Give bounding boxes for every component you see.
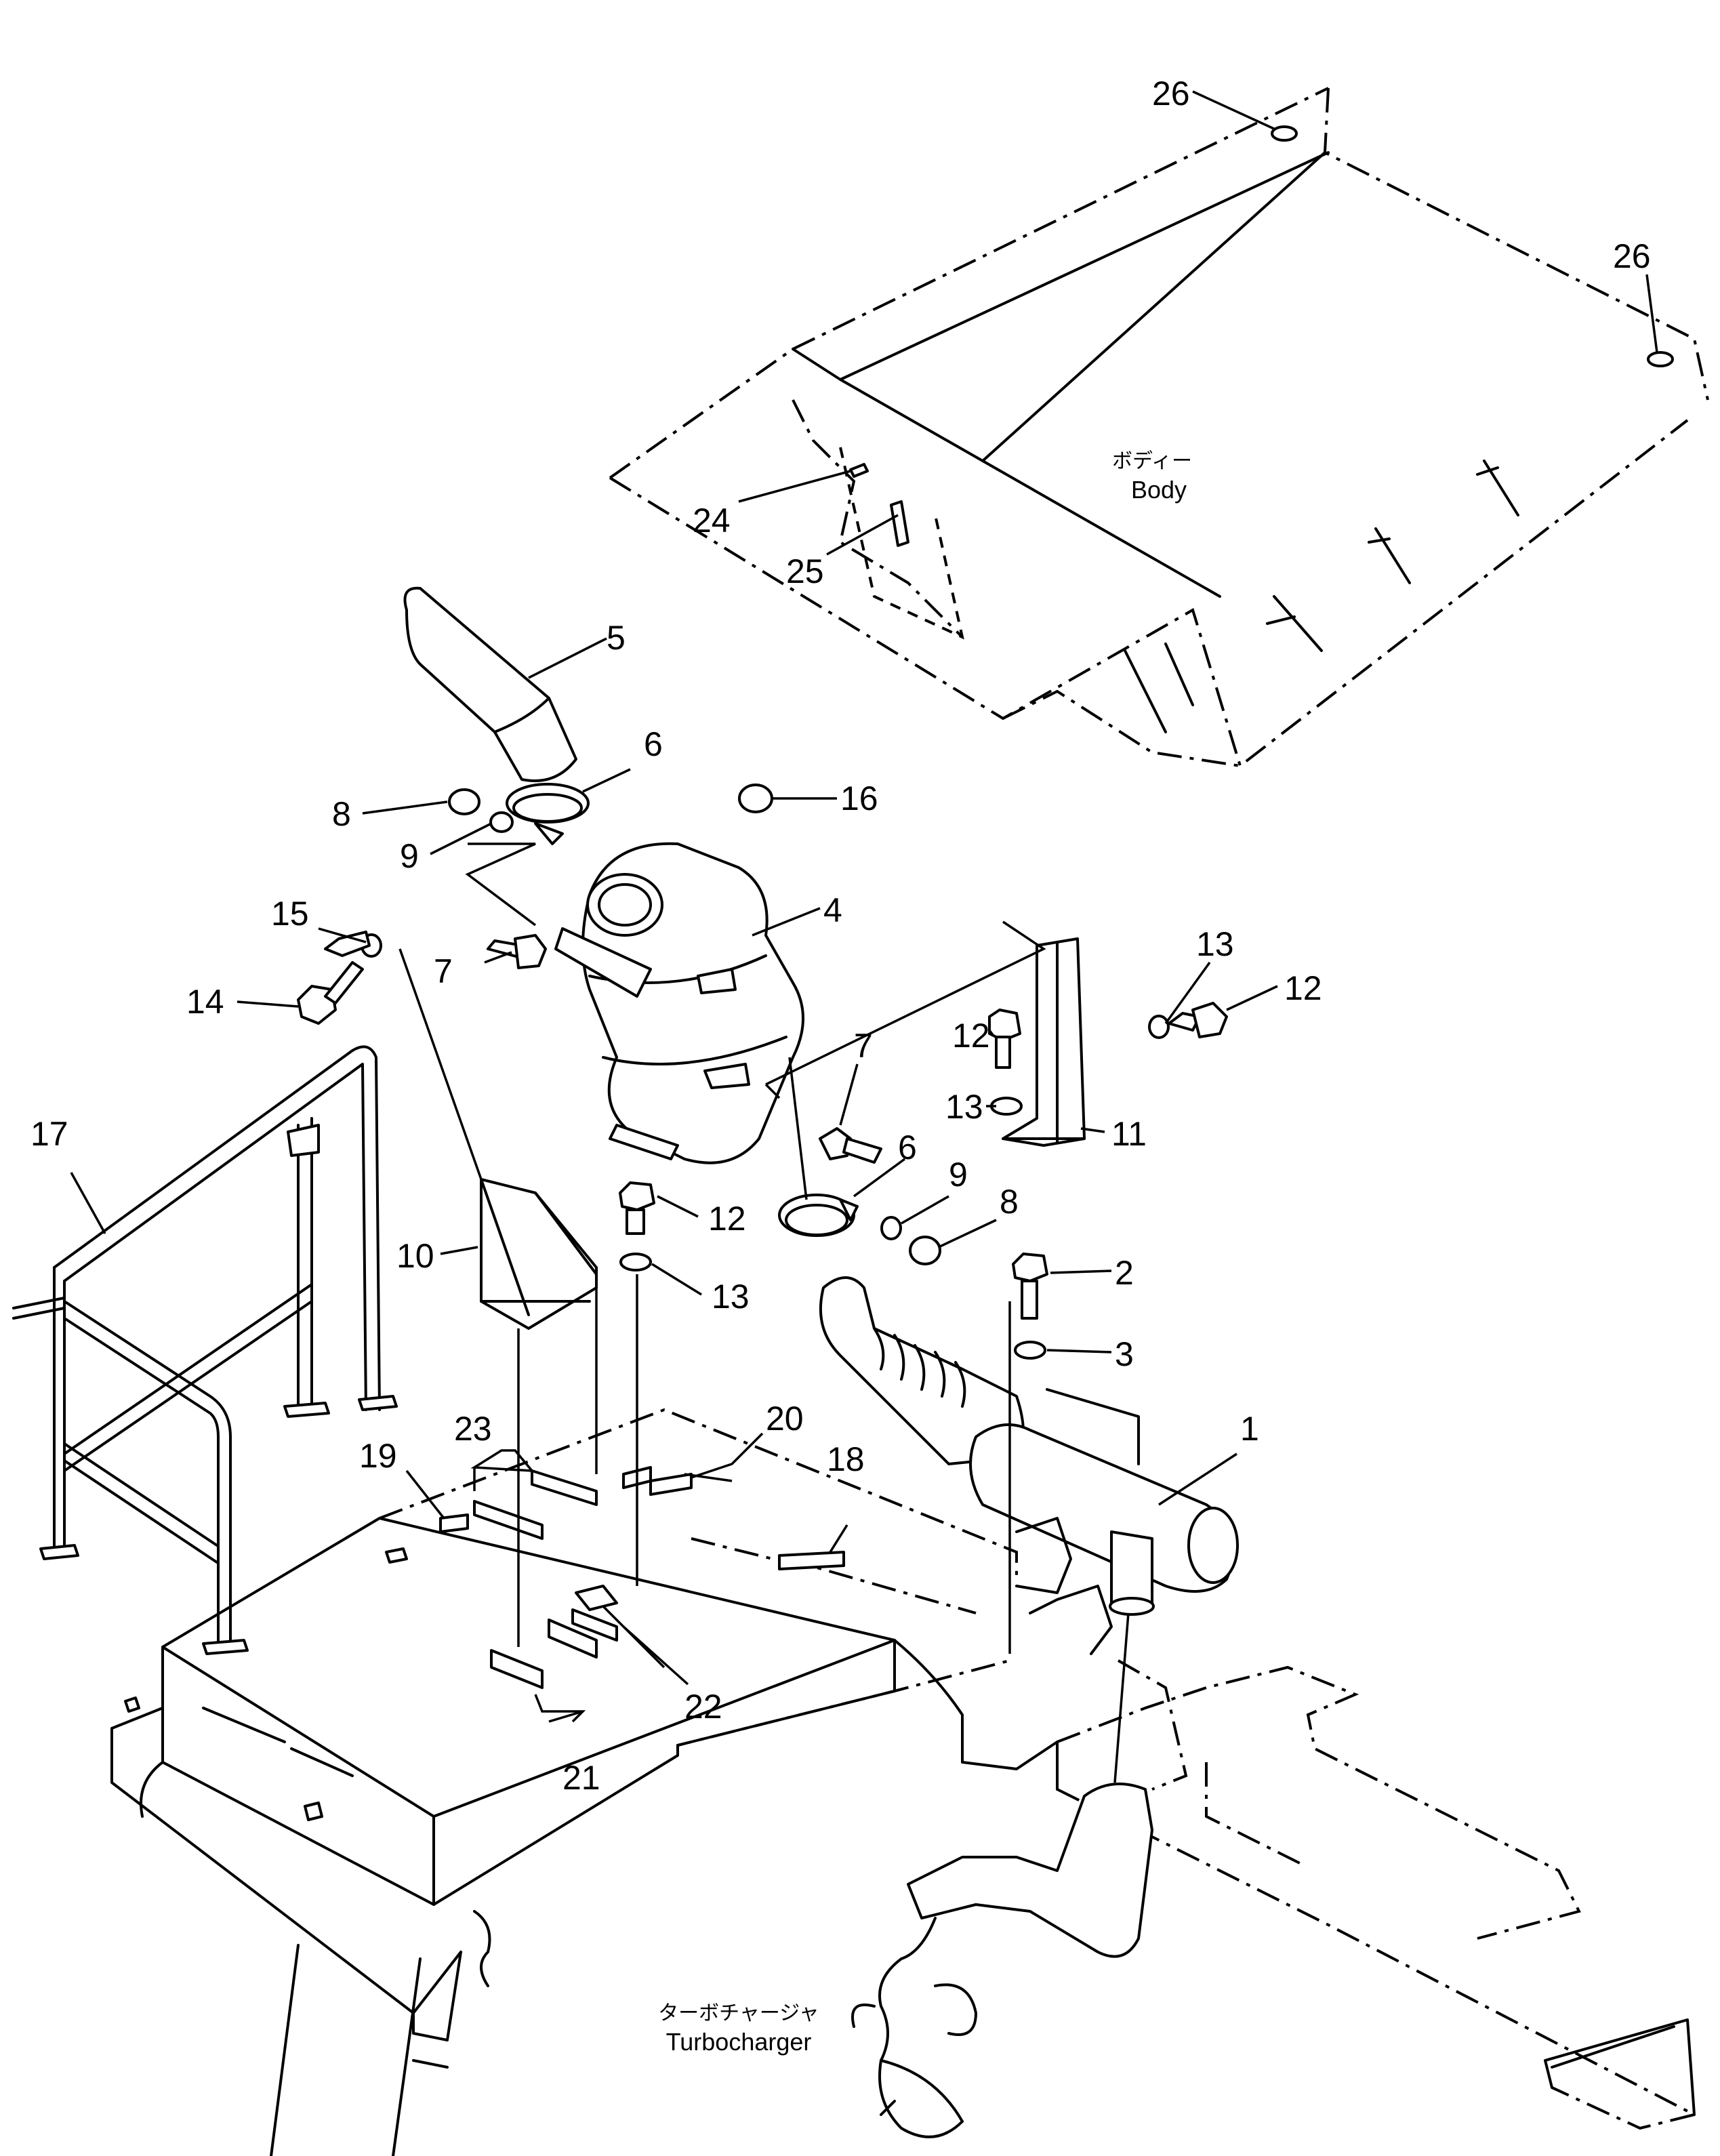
bolt-7-lower <box>819 1127 882 1164</box>
leader-lines <box>70 90 1658 1783</box>
turbo-label-en: Turbocharger <box>666 2028 812 2056</box>
callout-8: 8 <box>332 795 351 833</box>
bolt-12-middle <box>988 1009 1023 1116</box>
callout-17: 17 <box>30 1115 68 1153</box>
callout-5: 5 <box>607 619 626 657</box>
bracket-11 <box>1002 937 1086 1147</box>
callout-13: 13 <box>945 1088 983 1126</box>
callout-1: 1 <box>1240 1410 1259 1448</box>
clamp-upper <box>448 783 590 845</box>
bolt-14 <box>297 931 371 1025</box>
callout-23: 23 <box>454 1410 492 1448</box>
callout-7: 7 <box>854 1027 873 1065</box>
mount-plates <box>439 1466 845 1689</box>
callout-15: 15 <box>271 895 309 933</box>
callout-22: 22 <box>684 1688 722 1726</box>
callout-25: 25 <box>786 552 824 590</box>
callout-9: 9 <box>400 837 419 875</box>
frame-deck <box>110 1408 1698 2156</box>
caption-body: ボディー Body <box>1112 449 1192 504</box>
callout-19: 19 <box>359 1437 397 1475</box>
callout-7: 7 <box>434 952 453 990</box>
body-outline <box>609 87 1709 769</box>
bracket-10 <box>480 1178 598 1330</box>
turbo-pipe <box>851 1783 1153 2138</box>
callout-3: 3 <box>1115 1335 1134 1373</box>
callout-9: 9 <box>949 1156 968 1194</box>
bolt-12-right <box>1148 1002 1228 1039</box>
nut-16 <box>738 784 773 813</box>
callout-14: 14 <box>186 983 224 1021</box>
callout-2: 2 <box>1115 1254 1134 1292</box>
clamp-lower <box>778 1194 941 1265</box>
callout-26: 26 <box>1613 237 1651 275</box>
body-label-jp: ボディー <box>1112 449 1192 473</box>
callout-6: 6 <box>644 725 663 763</box>
callout-18: 18 <box>827 1440 865 1478</box>
callout-12: 12 <box>708 1200 746 1238</box>
callout-26: 26 <box>1152 75 1190 113</box>
body-label-en: Body <box>1131 476 1187 504</box>
bolt-7-upper <box>487 934 547 969</box>
callout-21: 21 <box>562 1759 600 1797</box>
callout-4: 4 <box>823 891 842 929</box>
turbo-label-jp: ターボチャージャ <box>658 2001 819 2025</box>
callout-16: 16 <box>840 779 878 817</box>
callout-11: 11 <box>1111 1115 1147 1153</box>
callout-20: 20 <box>766 1400 804 1438</box>
callout-8: 8 <box>1000 1183 1019 1221</box>
callout-6: 6 <box>898 1128 917 1166</box>
callout-13: 13 <box>1196 925 1234 963</box>
bolt-12-left <box>619 1181 655 1272</box>
callout-24: 24 <box>693 502 731 540</box>
callout-numbers: 26 26 24 25 5 6 8 9 16 4 15 14 7 13 12 1… <box>30 75 1651 1797</box>
callout-12: 12 <box>1284 969 1322 1007</box>
callout-10: 10 <box>396 1237 434 1275</box>
caption-turbo: ターボチャージャ Turbocharger <box>658 2001 819 2056</box>
part-1-exhaust-pipe <box>819 1276 1239 1616</box>
part-5-cap <box>403 586 577 782</box>
part-17-handrail <box>12 1045 398 1655</box>
part-4-muffler <box>554 842 804 1164</box>
callout-12: 12 <box>952 1017 990 1055</box>
part-24-25 <box>849 463 909 547</box>
bolt-2 <box>1012 1253 1048 1360</box>
callout-13: 13 <box>712 1278 750 1316</box>
